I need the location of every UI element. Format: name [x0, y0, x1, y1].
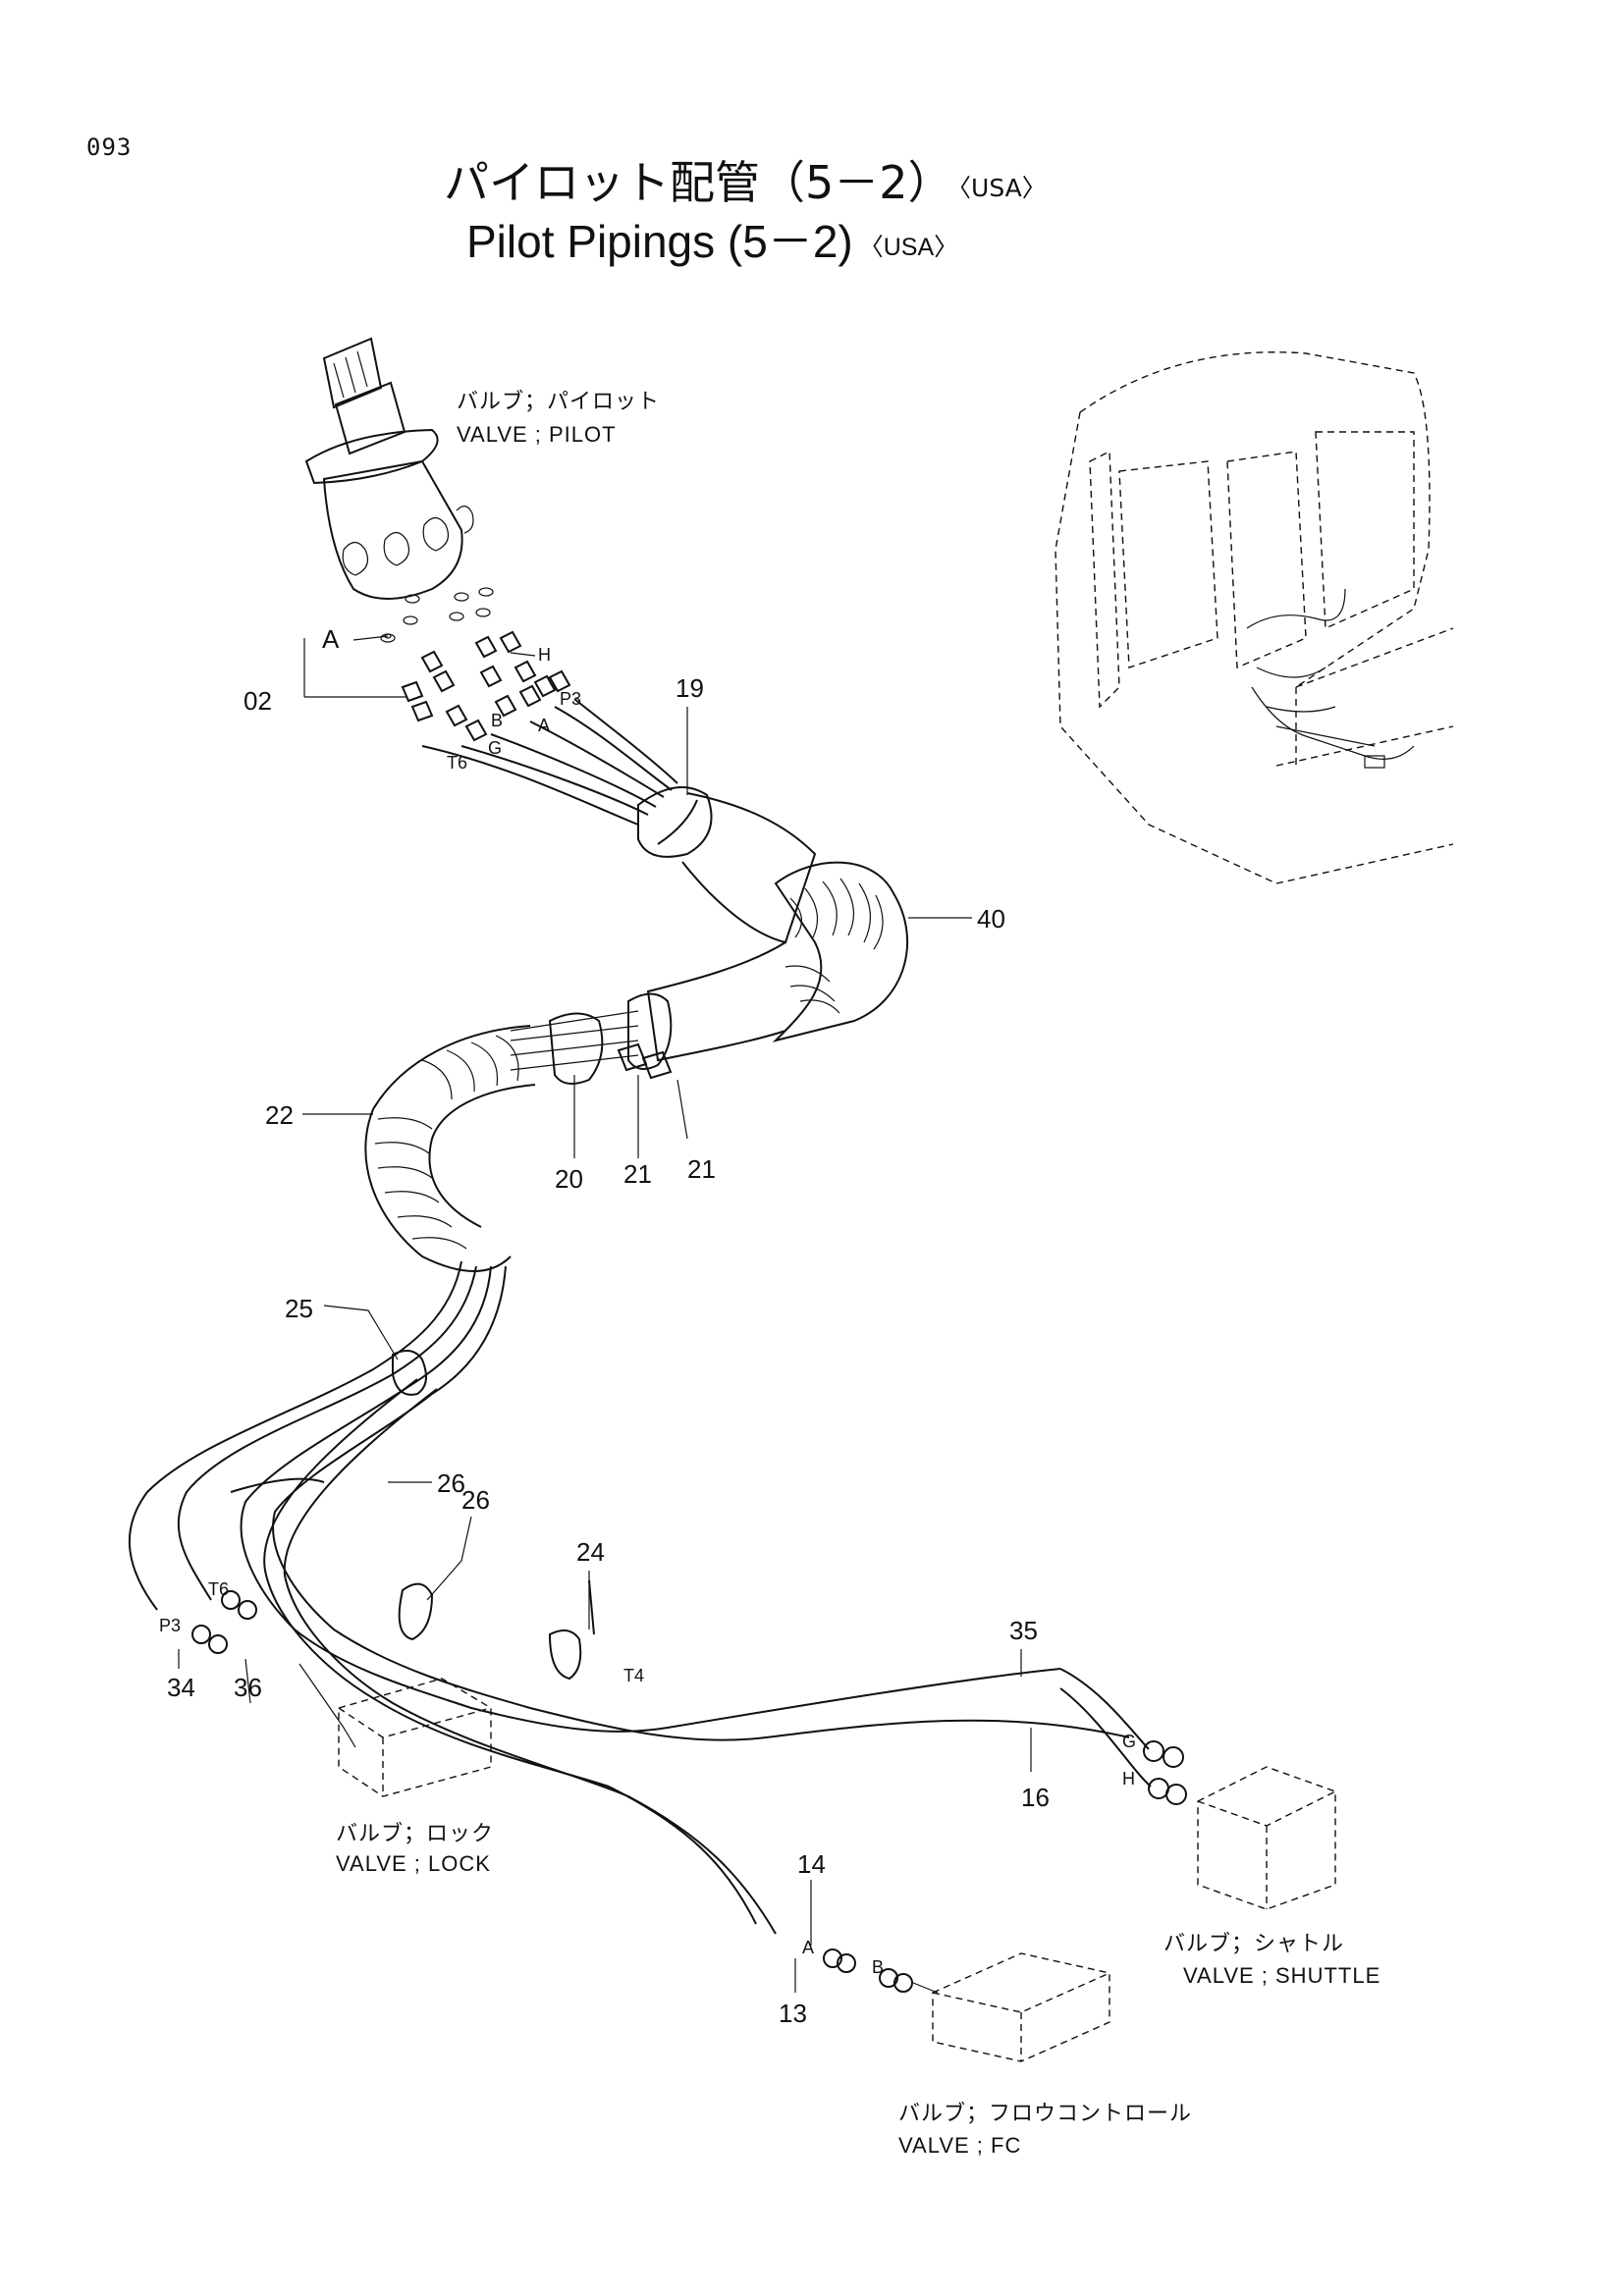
shuttle-fittings [1059, 1668, 1187, 1805]
fc-valve-label-jp: バルブ；フロウコントロール [898, 2101, 1192, 2125]
shuttle-valve-drawing [1197, 1766, 1336, 1910]
pilot-fittings [401, 630, 571, 742]
component-labels: バルブ；パイロット VALVE ; PILOT バルブ；ロック VALVE ; … [336, 389, 1380, 2158]
port-label-a: A [538, 716, 550, 735]
part-number-40: 40 [977, 904, 1005, 934]
page-title-english: Pilot Pipings (5－2)〈USA〉 [466, 206, 958, 271]
port-label-h: H [538, 645, 551, 665]
port-label-p3: P3 [560, 689, 581, 709]
region-tag: 〈USA〉 [858, 233, 959, 261]
part-number-26: 26 [461, 1485, 490, 1515]
pilot-valve-drawing [304, 337, 494, 643]
port-label-h: H [1122, 1769, 1135, 1789]
port-label-a: A [802, 1938, 814, 1957]
lock-fittings [191, 1590, 257, 1654]
upper-hose-bundle [421, 698, 678, 826]
part-number-16: 16 [1021, 1783, 1050, 1812]
region-tag: 〈USA〉 [958, 173, 1047, 202]
fc-fittings [823, 1949, 939, 1994]
pilot-valve-label-jp: バルブ；パイロット [457, 389, 660, 413]
title-en-text: Pilot Pipings (5－2) [466, 216, 853, 267]
part-number-24: 24 [576, 1537, 605, 1567]
port-label-t6: T6 [208, 1579, 229, 1599]
port-label-t4: T4 [623, 1666, 644, 1685]
leader-lines [178, 635, 1032, 1993]
shuttle-valve-label-jp: バルブ；シャトル [1163, 1931, 1344, 1955]
part-number-labels: 02 19 40 22 20 21 21 25 26 26 24 35 16 3… [167, 673, 1050, 2028]
lock-valve-label-en: VALVE ; LOCK [336, 1851, 491, 1876]
page-number: 093 [86, 133, 133, 161]
part-number-36: 36 [234, 1673, 262, 1702]
port-label-t6: T6 [447, 753, 467, 773]
part-number-21: 21 [687, 1154, 716, 1184]
spiral-wrap-22-drawing [364, 1025, 536, 1272]
part-number-22: 22 [265, 1100, 294, 1130]
lower-hose-bundle [128, 1260, 1130, 1935]
part-number-20: 20 [555, 1164, 583, 1194]
lock-valve-label-jp: バルブ；ロック [336, 1821, 494, 1845]
port-label-a: A [322, 624, 340, 654]
title-jp-text: パイロット配管（5－2） [444, 156, 953, 209]
part-number-25: 25 [285, 1294, 313, 1323]
part-number-19: 19 [676, 673, 704, 703]
part-number-02: 02 [243, 686, 272, 716]
port-label-p3: P3 [159, 1616, 181, 1635]
protector-40-drawing [646, 861, 908, 1062]
page-title-japanese: パイロット配管（5－2）〈USA〉 [444, 147, 1047, 212]
port-label-b: B [491, 711, 503, 730]
lock-valve-drawing [298, 1663, 492, 1797]
port-labels: A H P3 B A G T6 T6 P3 T4 G H A B [159, 624, 1136, 1977]
fc-valve-drawing [932, 1952, 1110, 2062]
port-label-g: G [488, 738, 502, 758]
part-number-35: 35 [1009, 1616, 1038, 1645]
pilot-valve-label-en: VALVE ; PILOT [457, 422, 617, 447]
part-number-14: 14 [797, 1849, 826, 1879]
part-number-26: 26 [437, 1468, 465, 1498]
clamps-20-21-drawing [510, 992, 673, 1085]
fc-valve-label-en: VALVE ; FC [898, 2133, 1021, 2158]
shuttle-valve-label-en: VALVE ; SHUTTLE [1183, 1963, 1380, 1988]
port-label-g: G [1122, 1732, 1136, 1751]
clamp-19-drawing [637, 786, 817, 944]
machine-location-sketch [1055, 351, 1454, 884]
part-number-13: 13 [779, 1999, 807, 2028]
part-number-34: 34 [167, 1673, 195, 1702]
part-number-21: 21 [623, 1159, 652, 1189]
port-label-b: B [872, 1957, 884, 1977]
